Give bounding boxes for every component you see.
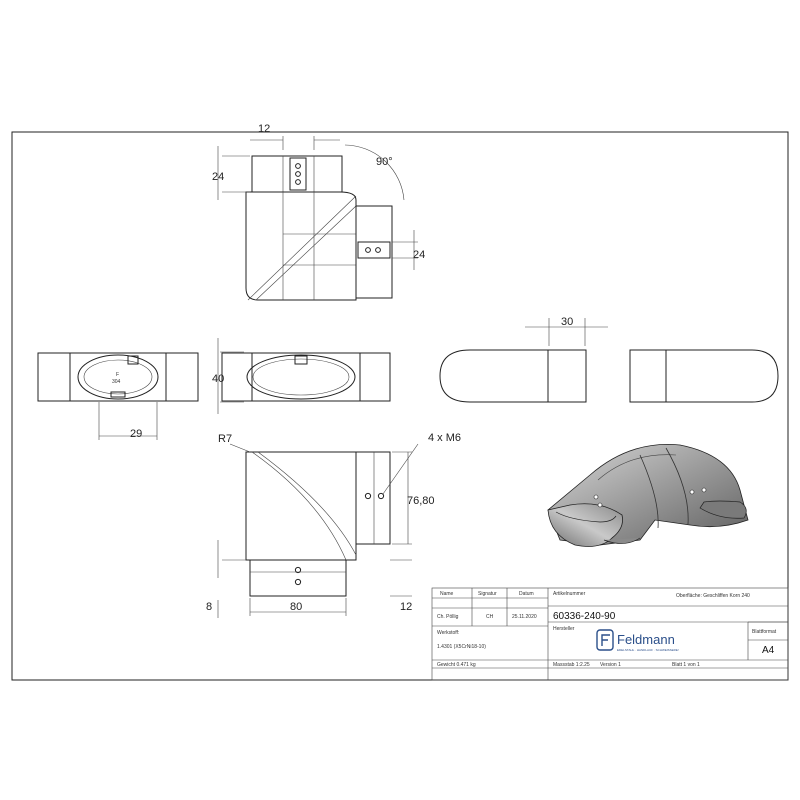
dim-angle: 90° [376,156,393,168]
end-view-left: F 304 29 [37,352,199,440]
dim-slot-width: 29 [130,428,142,440]
dim-end-depth: 30 [561,316,573,328]
tb-format-value: A4 [762,645,775,656]
company-name: Feldmann [617,632,675,647]
tb-version: Version 1 [600,662,621,668]
company-tagline: EDELSTAHL · HANDLAUF · SCHWEISSERE! [617,648,679,652]
tb-col-name: Name [440,591,454,597]
end-mark-letter: F [116,372,119,378]
end-mark-material: 304 [112,379,121,385]
dim-holes: 4 x M6 [428,432,461,444]
tb-date-value: 25.11.2020 [512,614,537,620]
side-view-right [629,349,779,403]
dim-top-width: 12 [258,123,270,135]
tb-scale: Massstab 1:2.25 [553,662,590,668]
dim-length: 76,80 [407,495,435,507]
tb-sheet: Blatt 1 von 1 [672,662,700,668]
tb-format-label: Blattformat [752,629,777,635]
top-view: 12 24 90° 24 [212,123,425,301]
tb-col-date: Datum [519,591,534,597]
dim-top-height: 24 [212,171,224,183]
tb-weight: Gewicht 0.471 kg [437,662,476,668]
tb-article-number: 60336-240-90 [553,611,616,622]
tb-maker-label: Hersteller [553,626,575,632]
sheet-border [11,131,789,681]
feldmann-logo: Feldmann EDELSTAHL · HANDLAUF · SCHWEISS… [596,629,679,652]
dim-right-height: 24 [413,249,425,261]
tb-article-label: Artikelnummer [553,591,586,597]
tb-col-signature: Signatur [478,591,497,597]
dim-height: 40 [212,373,224,385]
tb-name-value: Ch. Pöllig [437,614,459,620]
dim-bottom-right: 12 [400,601,412,613]
isometric-view [547,444,749,547]
dim-bottom-width: 80 [290,601,302,613]
side-view-capsule: 30 [439,316,608,403]
dim-radius: R7 [218,433,232,445]
end-view-middle: 40 [212,338,391,414]
tb-signature-value: CH [486,614,494,620]
title-block: Name Signatur Datum Ch. Pöllig CH 25.11.… [431,587,789,681]
tb-surface: Oberfläche: Geschliffen Korn 240 [676,593,750,599]
dim-bottom-left: 8 [206,601,212,613]
tb-material-label: Werkstoff: [437,630,459,636]
front-view: R7 4 x M6 76,80 80 8 12 [206,432,461,618]
tb-material-value: 1.4301 (X5CrNi18-10) [437,644,486,650]
